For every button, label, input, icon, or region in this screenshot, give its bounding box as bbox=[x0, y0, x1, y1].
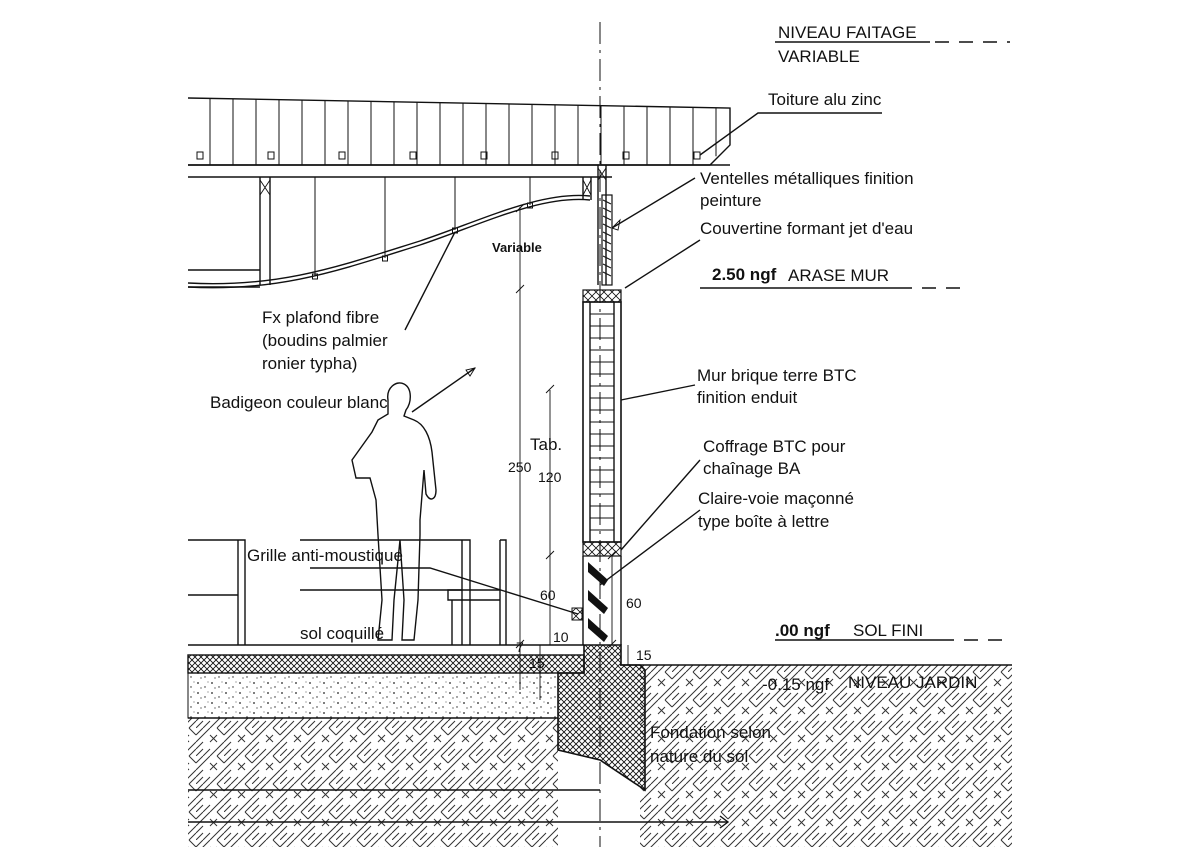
level-lines bbox=[700, 41, 1010, 641]
roof bbox=[187, 97, 731, 178]
label-dim-60a: 60 bbox=[540, 587, 556, 603]
label-mur-2: finition enduit bbox=[697, 388, 797, 407]
label-arase-value: 2.50 ngf bbox=[712, 265, 777, 284]
ceiling-curve bbox=[187, 177, 591, 289]
leader-lines bbox=[310, 112, 882, 615]
label-sol-coquille: sol coquillé bbox=[300, 624, 384, 643]
furniture bbox=[188, 539, 507, 645]
label-toiture: Toiture alu zinc bbox=[768, 90, 882, 109]
label-variable-dim: Variable bbox=[492, 240, 542, 255]
label-grille: Grille anti-moustique bbox=[247, 546, 403, 565]
label-dim-250: 250 bbox=[508, 459, 532, 475]
wall bbox=[571, 289, 622, 645]
label-arase-text: ARASE MUR bbox=[788, 266, 889, 285]
label-niveau-faitage: NIVEAU FAITAGE bbox=[778, 23, 917, 42]
label-couvertine: Couvertine formant jet d'eau bbox=[700, 219, 913, 238]
person-figure bbox=[351, 382, 437, 641]
dimension-lines bbox=[515, 203, 629, 700]
label-claire-2: type boîte à lettre bbox=[698, 512, 829, 531]
label-dim-7: 7 bbox=[516, 639, 524, 655]
label-dim-120: 120 bbox=[538, 469, 562, 485]
label-variable-cap: VARIABLE bbox=[778, 47, 860, 66]
label-jardin-value: -0.15 ngf bbox=[762, 675, 829, 694]
ventelles bbox=[601, 194, 613, 286]
label-sol-fini-text: SOL FINI bbox=[853, 621, 923, 640]
label-jardin-text: NIVEAU JARDIN bbox=[848, 673, 977, 692]
label-dim-60b: 60 bbox=[626, 595, 642, 611]
annotations: NIVEAU FAITAGE VARIABLE Toiture alu zinc… bbox=[210, 23, 977, 766]
roof-supports bbox=[188, 165, 607, 288]
label-dim-15a: 15 bbox=[529, 655, 545, 671]
label-badigeon: Badigeon couleur blanc bbox=[210, 393, 388, 412]
label-ventelles-1: Ventelles métalliques finition bbox=[700, 169, 914, 188]
label-coffrage-1: Coffrage BTC pour bbox=[703, 437, 846, 456]
label-coffrage-2: chaînage BA bbox=[703, 459, 801, 478]
label-dim-15b: 15 bbox=[636, 647, 652, 663]
label-dim-10: 10 bbox=[553, 629, 569, 645]
label-claire-1: Claire-voie maçonné bbox=[698, 489, 854, 508]
label-sol-fini-value: .00 ngf bbox=[775, 621, 830, 640]
label-tab: Tab. bbox=[530, 435, 562, 454]
label-plafond-1: Fx plafond fibre bbox=[262, 308, 379, 327]
label-plafond-3: ronier typha) bbox=[262, 354, 357, 373]
label-fondation-2: nature du sol bbox=[650, 747, 748, 766]
label-ventelles-2: peinture bbox=[700, 191, 761, 210]
label-plafond-2: (boudins palmier bbox=[262, 331, 388, 350]
ground bbox=[187, 644, 1012, 847]
label-mur-1: Mur brique terre BTC bbox=[697, 366, 857, 385]
label-fondation-1: Fondation selon bbox=[650, 723, 771, 742]
